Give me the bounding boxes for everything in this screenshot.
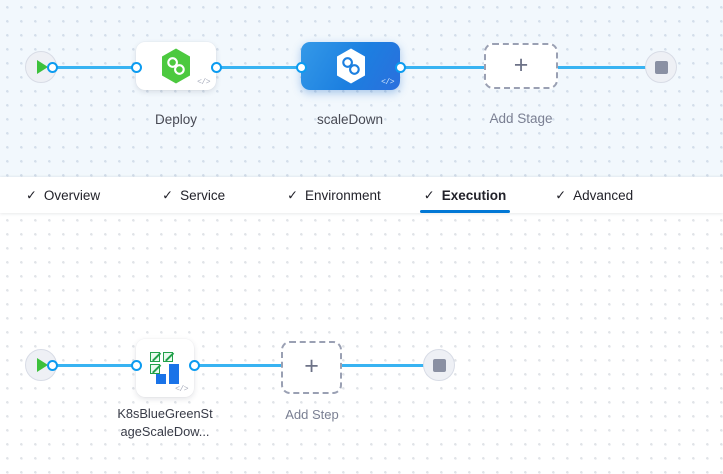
harness-hexagon-green-icon xyxy=(162,48,190,84)
exec-end-node[interactable] xyxy=(423,349,455,381)
check-icon: ✓ xyxy=(162,187,174,202)
add-step-button[interactable]: + xyxy=(281,341,342,394)
plus-icon: + xyxy=(304,352,319,380)
stage-scaledown-port-right[interactable] xyxy=(395,62,406,73)
stage-wire-start-deploy xyxy=(49,66,149,69)
exec-wire-start-step xyxy=(49,364,146,367)
tab-overview[interactable]: ✓ Overview xyxy=(26,177,100,213)
plus-icon: + xyxy=(513,50,529,79)
tab-overview-label: Overview xyxy=(43,187,101,203)
check-icon: ✓ xyxy=(287,187,298,202)
stage-wire-deploy-scaledown xyxy=(200,66,315,69)
exec-step-label-line1: K8sBlueGreenSt xyxy=(117,406,213,421)
stop-icon xyxy=(432,358,446,372)
stage-wire-scaledown-addstage xyxy=(390,66,490,69)
stage-end-node[interactable] xyxy=(645,51,677,83)
exec-step-port-left[interactable] xyxy=(131,360,142,371)
check-icon: ✓ xyxy=(423,187,435,202)
stage-deploy-label: Deploy xyxy=(154,112,198,127)
stage-start-port[interactable] xyxy=(47,62,58,73)
stage-scaledown-label: scaleDown xyxy=(316,112,384,127)
stage-wire-addstage-end xyxy=(557,66,654,69)
play-icon xyxy=(37,60,48,74)
tab-advanced-label: Advanced xyxy=(573,187,634,203)
execution-steps-canvas[interactable]: </> K8sBlueGreenSt ageScaleDow... + Add … xyxy=(0,213,723,474)
harness-hexagon-white-icon xyxy=(336,48,365,84)
exec-wire-addstep-end xyxy=(340,364,430,367)
tab-service-label: Service xyxy=(180,187,226,203)
tab-execution[interactable]: ✓ Execution xyxy=(419,177,511,213)
stage-deploy-port-right[interactable] xyxy=(211,62,222,73)
tab-service[interactable]: ✓ Service xyxy=(162,177,225,213)
tab-advanced[interactable]: ✓ Advanced xyxy=(555,177,633,213)
stage-pipeline-canvas[interactable]: </> Deploy </> scaleDown + Add Stage xyxy=(0,0,723,177)
tab-execution-label: Execution xyxy=(441,187,507,203)
exec-step-node-k8sbluegreenstagescaledown[interactable]: </> xyxy=(136,339,194,397)
add-step-label: Add Step xyxy=(285,407,339,422)
exec-step-code-badge[interactable]: </> xyxy=(175,385,188,394)
check-icon: ✓ xyxy=(26,187,37,202)
stage-node-deploy[interactable]: </> xyxy=(136,42,216,90)
check-icon: ✓ xyxy=(555,187,567,202)
stage-deploy-code-badge[interactable]: </> xyxy=(197,78,210,87)
exec-wire-step-addstep xyxy=(196,364,286,367)
exec-step-label: K8sBlueGreenSt ageScaleDow... xyxy=(105,405,225,441)
add-stage-button[interactable]: + xyxy=(484,43,558,89)
stage-scaledown-port-left[interactable] xyxy=(296,62,307,73)
add-stage-label: Add Stage xyxy=(489,111,553,126)
exec-step-port-right[interactable] xyxy=(189,360,200,371)
stop-icon xyxy=(654,60,668,74)
stage-scaledown-code-badge[interactable]: </> xyxy=(381,78,394,87)
tab-environment-label: Environment xyxy=(305,187,381,203)
play-icon xyxy=(37,358,48,372)
stage-node-scaledown[interactable]: </> xyxy=(301,42,400,90)
k8s-bluegreen-squares-icon xyxy=(148,352,182,384)
exec-step-label-line2: ageScaleDow... xyxy=(120,424,210,440)
stage-config-tabbar: ✓ Overview ✓ Service ✓ Environment ✓ Exe… xyxy=(0,177,723,213)
tab-environment[interactable]: ✓ Environment xyxy=(287,177,381,213)
exec-start-port[interactable] xyxy=(47,360,58,371)
stage-deploy-port-left[interactable] xyxy=(131,62,142,73)
